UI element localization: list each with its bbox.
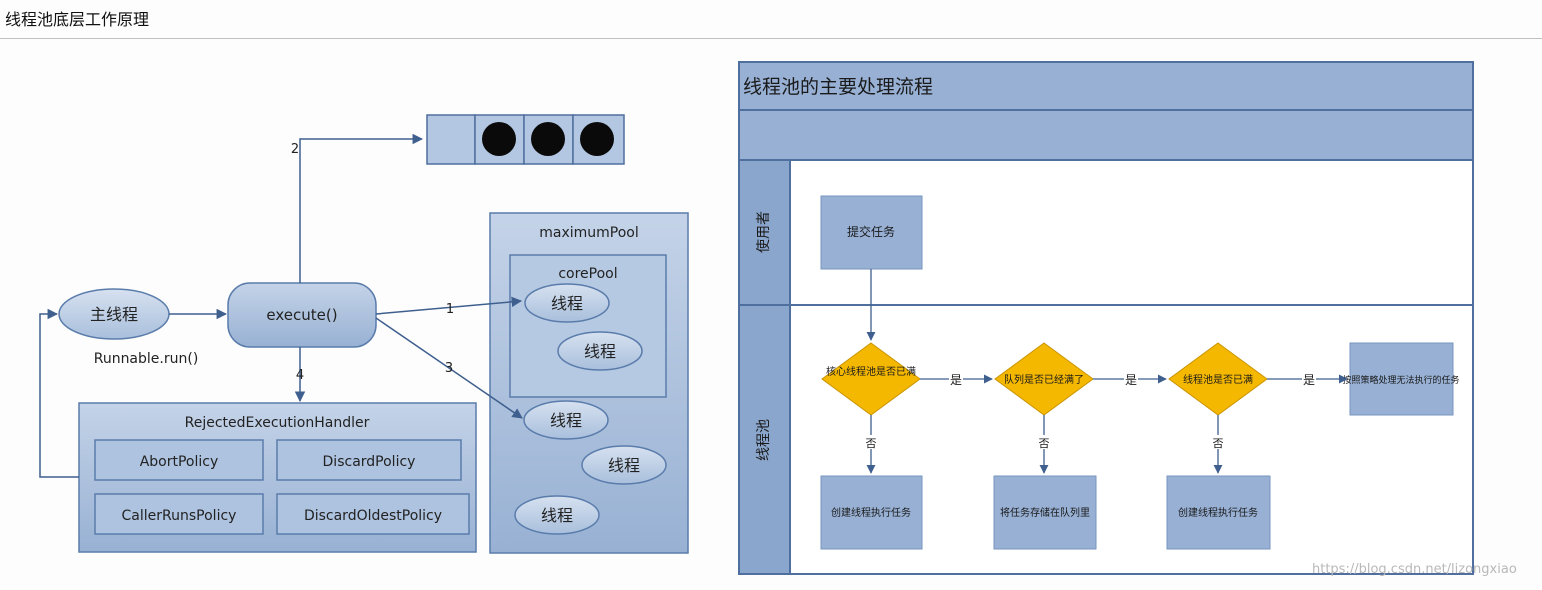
thread-label: 线程 (541, 506, 573, 525)
policy-label: DiscardOldestPolicy (304, 508, 442, 524)
submit-task-label: 提交任务 (847, 224, 895, 239)
queued-task-dot (531, 122, 565, 156)
decision-core-line: 核心线程池是否已满 (826, 365, 916, 378)
source-watermark: https://blog.csdn.net/lizongxiao (1312, 562, 1517, 577)
store-queue-box (993, 475, 1097, 550)
execute-node (227, 282, 377, 348)
lane-user-label: 使用者 (755, 211, 772, 253)
decision-core-label: 核心线程池是否已满 (826, 365, 916, 378)
policy-box (94, 439, 264, 481)
queued-task-dot (580, 122, 614, 156)
step-2-label: 2 (291, 142, 299, 157)
rejected-handler-label: RejectedExecutionHandler (185, 415, 370, 431)
thread-label: 线程 (584, 342, 616, 361)
create-thread-max-label: 创建线程执行任务 (1178, 506, 1258, 519)
yes-label: 是 (1303, 373, 1315, 387)
lane-label-column (738, 159, 791, 575)
no-label: 否 (866, 437, 877, 450)
submit-task-box (820, 195, 923, 270)
task-queue (426, 114, 625, 165)
lane-pool-label: 线程池 (756, 419, 772, 461)
decision-queue-label: 队列是否已经满了 (1004, 373, 1084, 386)
decision-pool-label: 线程池是否已满 (1183, 373, 1253, 386)
execute-label: execute() (266, 306, 337, 324)
no-label-bg (1037, 435, 1051, 449)
thread-label: 线程 (551, 294, 583, 313)
yes-label-bg (1124, 372, 1138, 386)
thread-node (581, 445, 667, 485)
policy-box (276, 493, 470, 535)
policy-box (94, 493, 264, 535)
runnable-label: Runnable.run() (94, 351, 199, 367)
thread-node (524, 283, 610, 323)
left-diagram: 主线程 Runnable.run() execute() 2 maximumPo… (39, 114, 689, 554)
core-pool-label: corePool (558, 266, 617, 282)
create-thread-max-box (1166, 475, 1271, 550)
thread-node (514, 495, 600, 535)
policy-label: AbortPolicy (140, 454, 219, 470)
store-queue-label: 将任务存储在队列里 (1000, 506, 1090, 519)
title-divider (0, 38, 1542, 39)
create-thread-core-label: 创建线程执行任务 (831, 506, 911, 519)
reject-task-label: 按照策略处理无法执行的任务 (1342, 374, 1459, 386)
right-diagram: 线程池的主要处理流程 使用者 线程池 提交任务 核心线程池是否已满 队列是否已经… (738, 61, 1474, 575)
thread-label: 线程 (550, 411, 582, 430)
queued-task-dot (482, 122, 516, 156)
reject-task-box (1349, 342, 1454, 416)
flow-header-band (738, 109, 1474, 161)
core-pool-box (509, 254, 667, 398)
create-thread-core-box (820, 475, 923, 550)
step-3-label: 3 (445, 361, 453, 376)
thread-node (557, 331, 643, 371)
arrow-step-2 (299, 133, 424, 283)
yes-label-bg (1302, 372, 1316, 386)
arrow-handler-to-main (39, 308, 79, 478)
page-title: 线程池底层工作原理 (5, 10, 150, 29)
policy-box (276, 439, 462, 481)
step-4-label: 4 (296, 368, 304, 383)
yes-label: 是 (1125, 373, 1137, 387)
no-label-bg (1211, 435, 1225, 449)
thread-node (523, 400, 609, 440)
yes-label-bg (949, 372, 963, 386)
no-label-bg (864, 435, 878, 449)
flow-title-band (738, 61, 1474, 111)
policy-label: CallerRunsPolicy (122, 508, 237, 524)
policy-label: DiscardPolicy (323, 454, 416, 470)
yes-label: 是 (950, 373, 962, 387)
flow-title: 线程池的主要处理流程 (743, 76, 933, 98)
no-label: 否 (1213, 437, 1224, 450)
arrow-step-3 (375, 317, 523, 419)
maximum-pool-label: maximumPool (539, 225, 639, 241)
no-label: 否 (1039, 437, 1050, 450)
main-thread-label: 主线程 (90, 305, 138, 324)
arrow-step-1 (375, 296, 523, 315)
step-1-label: 1 (446, 302, 454, 317)
thread-label: 线程 (608, 456, 640, 475)
